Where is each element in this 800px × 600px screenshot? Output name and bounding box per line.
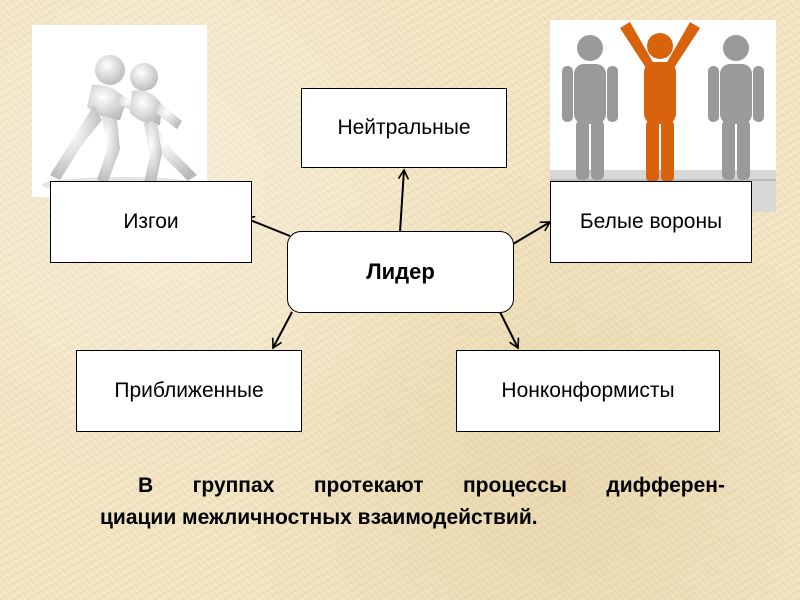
node-leader-label: Лидер	[366, 259, 435, 284]
arrow-to-bottom-left	[271, 311, 293, 350]
arrow-to-left	[243, 215, 291, 237]
node-white-crows-label: Белые вороны	[579, 210, 723, 233]
arrow-to-right	[512, 221, 552, 245]
node-close-ones-label: Приближенные	[114, 379, 264, 402]
node-close-ones: Приближенные	[76, 350, 302, 432]
node-nonconformists-label: Нонконформисты	[501, 379, 675, 402]
node-white-crows: Белые вороны	[550, 181, 752, 263]
node-leader: Лидер	[287, 231, 514, 313]
arrow-to-top	[397, 168, 410, 233]
caption-text: В группах протекают процессы дифферен- ц…	[100, 470, 725, 534]
node-neutral-label: Нейтральные	[337, 116, 471, 139]
pushing-figures-image	[32, 25, 207, 197]
arrow-to-bottom-right	[499, 311, 520, 350]
node-neutral: Нейтральные	[301, 88, 507, 168]
caption-line-1: В группах протекают процессы дифферен-	[138, 474, 725, 497]
caption-line-2: циации межличностных взаимодействий.	[100, 506, 538, 529]
node-nonconformists: Нонконформисты	[456, 350, 720, 432]
node-outcasts-label: Изгои	[123, 210, 179, 233]
node-outcasts: Изгои	[50, 181, 252, 263]
